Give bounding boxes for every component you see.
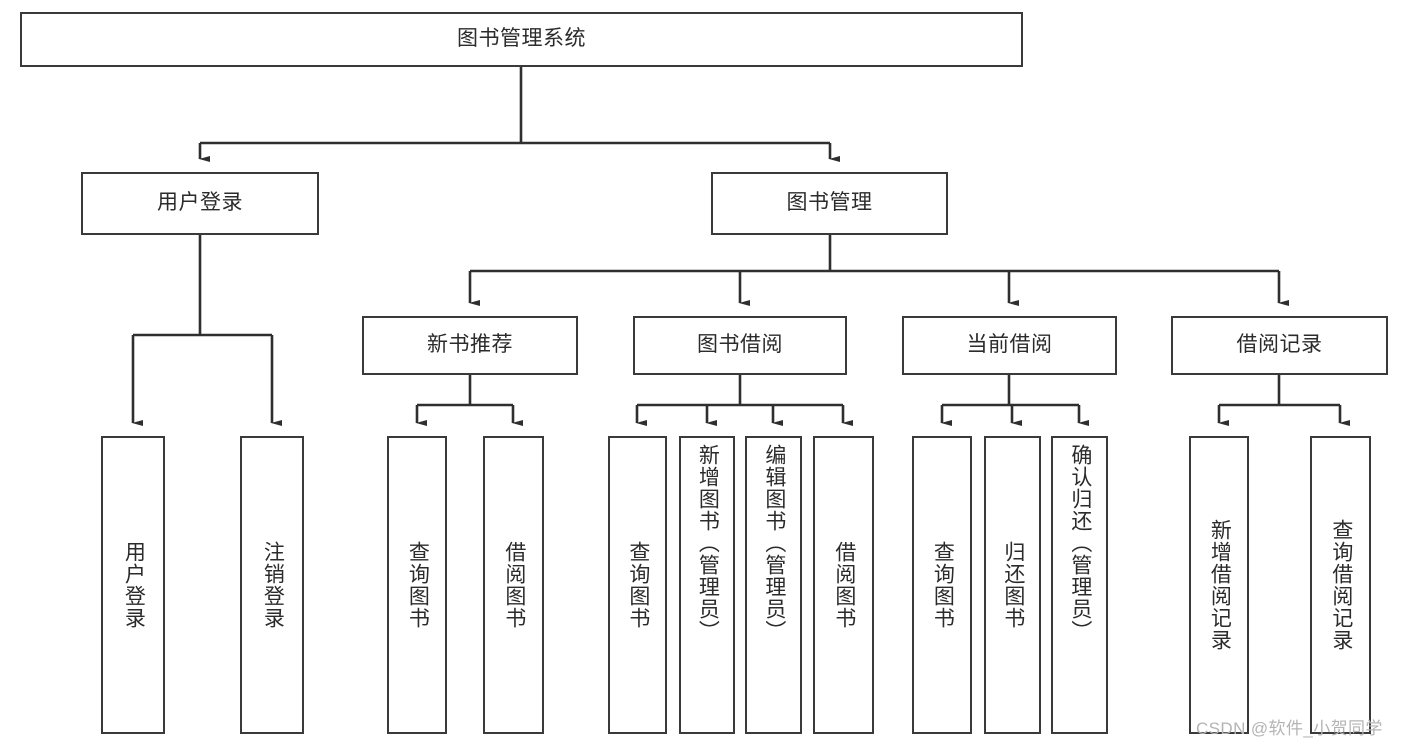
node-leaf-user-login-label: 用户登录 [122, 541, 146, 629]
node-leaf-query-book-3-label: 查询图书 [931, 541, 955, 629]
node-leaf-query-book-2[interactable]: 查询图书 [608, 436, 667, 734]
node-leaf-query-book-1[interactable]: 查询图书 [387, 436, 447, 734]
node-leaf-user-logout-label: 注销登录 [261, 541, 285, 629]
node-leaf-edit-book[interactable]: 编辑图书（管理员） [745, 436, 802, 734]
node-leaf-borrow-book-2-label: 借阅图书 [832, 541, 856, 629]
node-leaf-edit-book-label: 编辑图书（管理员） [762, 444, 786, 642]
node-current-borrow[interactable]: 当前借阅 [902, 316, 1117, 375]
node-leaf-add-record[interactable]: 新增借阅记录 [1189, 436, 1249, 734]
connector-lines [131, 67, 1350, 426]
node-leaf-query-record-label: 查询借阅记录 [1329, 519, 1353, 651]
node-leaf-query-book-2-label: 查询图书 [626, 541, 650, 629]
node-leaf-query-record[interactable]: 查询借阅记录 [1310, 436, 1371, 734]
node-leaf-add-book[interactable]: 新增图书（管理员） [679, 436, 735, 734]
node-book-manage[interactable]: 图书管理 [711, 172, 948, 235]
node-borrow-record-label: 借阅记录 [1236, 333, 1323, 357]
node-book-borrow[interactable]: 图书借阅 [633, 316, 847, 375]
node-root-title[interactable]: 图书管理系统 [20, 12, 1023, 67]
node-user-login[interactable]: 用户登录 [81, 172, 319, 235]
node-leaf-borrow-book-2[interactable]: 借阅图书 [813, 436, 874, 734]
node-root-title-label: 图书管理系统 [457, 27, 586, 51]
node-current-borrow-label: 当前借阅 [966, 333, 1053, 357]
node-leaf-user-login[interactable]: 用户登录 [101, 436, 165, 734]
node-leaf-return-book[interactable]: 归还图书 [984, 436, 1041, 734]
node-leaf-query-book-1-label: 查询图书 [406, 541, 430, 629]
node-leaf-return-book-label: 归还图书 [1001, 541, 1025, 629]
node-leaf-confirm-return[interactable]: 确认归还（管理员） [1051, 436, 1108, 734]
node-leaf-borrow-book-1[interactable]: 借阅图书 [483, 436, 544, 734]
node-book-borrow-label: 图书借阅 [697, 333, 783, 357]
node-leaf-confirm-return-label: 确认归还（管理员） [1068, 444, 1092, 642]
node-new-book-recommend-label: 新书推荐 [427, 333, 513, 357]
node-borrow-record[interactable]: 借阅记录 [1171, 316, 1388, 375]
csdn-watermark: CSDN @软件_小贺同学 [1196, 719, 1383, 738]
node-leaf-user-logout[interactable]: 注销登录 [240, 436, 304, 734]
node-book-manage-label: 图书管理 [786, 191, 873, 215]
node-leaf-borrow-book-1-label: 借阅图书 [502, 541, 526, 629]
node-leaf-query-book-3[interactable]: 查询图书 [912, 436, 972, 734]
node-leaf-add-record-label: 新增借阅记录 [1208, 519, 1232, 651]
node-new-book-recommend[interactable]: 新书推荐 [362, 316, 578, 375]
node-user-login-label: 用户登录 [157, 191, 243, 215]
node-leaf-add-book-label: 新增图书（管理员） [696, 444, 720, 642]
